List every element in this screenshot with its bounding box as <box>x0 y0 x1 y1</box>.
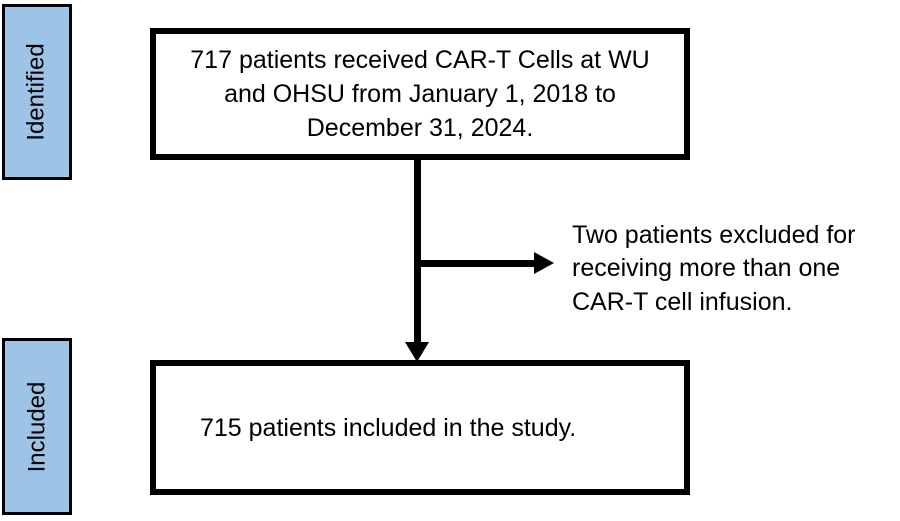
stage-label-identified-text: Identified <box>23 43 50 141</box>
main-flow-arrow-line <box>414 160 421 346</box>
main-flow-arrow-head-icon <box>405 342 429 362</box>
flow-node-identified: 717 patients received CAR-T Cells at WU … <box>150 28 690 160</box>
flow-node-included-text: 715 patients included in the study. <box>200 413 577 442</box>
exclusion-branch-arrow-line <box>418 260 536 267</box>
flow-node-identified-text: 717 patients received CAR-T Cells at WU … <box>190 46 650 142</box>
flow-node-included: 715 patients included in the study. <box>150 360 690 495</box>
stage-label-included-text: Included <box>23 381 50 472</box>
exclusion-note-text: Two patients excluded for receiving more… <box>572 221 856 316</box>
stage-label-identified: Identified <box>2 4 72 180</box>
stage-label-included: Included <box>2 338 72 515</box>
exclusion-branch-arrow-head-icon <box>534 252 554 274</box>
